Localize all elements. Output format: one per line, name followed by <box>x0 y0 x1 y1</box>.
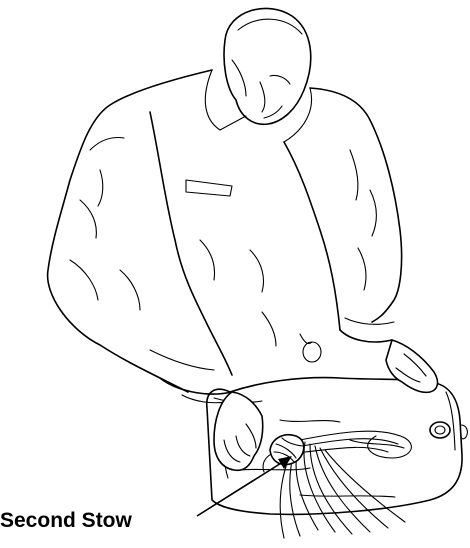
second-stow-label: Second Stow <box>0 509 132 533</box>
